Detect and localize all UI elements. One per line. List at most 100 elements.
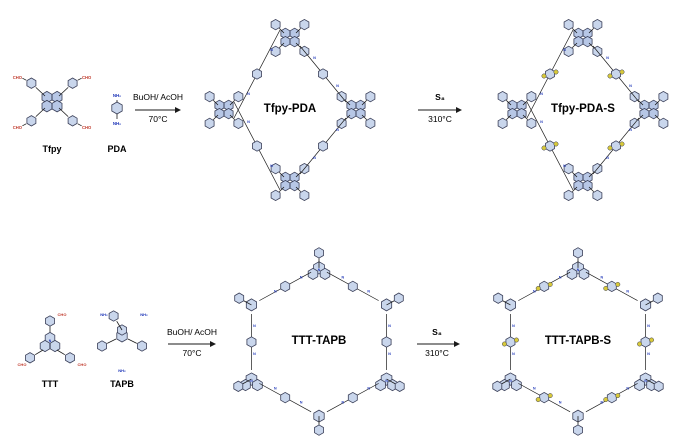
- bond: [242, 378, 252, 385]
- bond: [654, 114, 661, 121]
- benzene-ring: [492, 380, 503, 392]
- benzene-ring: [233, 90, 244, 103]
- bond: [571, 171, 578, 178]
- thiazole-sulfur: [603, 397, 609, 403]
- benzene-ring: [25, 352, 35, 364]
- top-conditions-label: BuOH/ AcOH: [133, 92, 183, 102]
- benzene-ring: [394, 380, 405, 392]
- bond: [58, 87, 69, 97]
- bond: [571, 27, 578, 34]
- thiazole-sulfur: [649, 337, 654, 343]
- benzene-ring: [375, 378, 386, 392]
- thiazole-sulfur: [547, 281, 553, 287]
- benzene-ring: [252, 68, 262, 80]
- benzene-ring: [41, 99, 53, 113]
- imine-nitrogen: N: [601, 401, 604, 405]
- imine-nitrogen: N: [533, 290, 536, 294]
- bond: [522, 99, 529, 106]
- benzene-ring: [49, 339, 61, 353]
- aldehyde-group: CHO: [13, 125, 23, 130]
- thiazole-sulfur: [535, 285, 541, 291]
- amine-group: NH₂: [140, 312, 148, 317]
- bond: [35, 87, 46, 97]
- benzene-ring: [592, 189, 603, 202]
- benzene-ring: [545, 68, 555, 80]
- thiazole-sulfur: [547, 393, 553, 399]
- benzene-ring: [280, 391, 291, 404]
- imine-nitrogen: N: [313, 156, 316, 160]
- bond: [501, 378, 511, 385]
- triazine-nitrogen: N: [577, 268, 580, 272]
- amine-group: NH₂: [118, 368, 126, 373]
- imine-nitrogen: N: [247, 120, 250, 124]
- benzene-ring: [233, 380, 244, 392]
- benzene-ring: [97, 340, 107, 352]
- benzene-ring: [563, 162, 574, 175]
- imine-nitrogen: N: [388, 352, 391, 356]
- benzene-ring: [652, 292, 663, 304]
- thiazole-sulfur: [535, 397, 541, 403]
- imine-nitrogen: N: [559, 401, 562, 405]
- top-sulfur-reagent-label: S₈: [435, 92, 445, 102]
- imine-nitrogen: N: [342, 275, 345, 279]
- benzene-ring: [233, 117, 244, 130]
- benzene-ring: [299, 189, 310, 202]
- thiazole-sulfur: [514, 337, 519, 343]
- bond: [295, 42, 302, 49]
- thiazole-sulfur: [637, 341, 642, 347]
- bottom-sulfur-reagent-label: S₈: [432, 327, 442, 337]
- thiazole-sulfur: [619, 69, 625, 75]
- imine-nitrogen: N: [336, 84, 339, 88]
- thiazole-sulfur: [607, 73, 613, 79]
- bond: [212, 99, 219, 106]
- tfpy-pda-s-label: Tfpy-PDA-S: [551, 103, 615, 115]
- triazine-nitrogen: N: [49, 339, 52, 343]
- benzene-ring: [606, 391, 617, 404]
- bond: [77, 123, 82, 127]
- tapb-label: TAPB: [110, 379, 134, 389]
- benzene-ring: [365, 117, 376, 130]
- bond: [386, 378, 396, 385]
- benzene-ring: [26, 115, 37, 127]
- bottom-conditions-label: BuOH/ AcOH: [167, 327, 217, 337]
- imine-nitrogen: N: [253, 324, 256, 328]
- benzene-ring: [319, 267, 331, 280]
- imine-nitrogen: N: [563, 164, 566, 168]
- benzene-ring: [252, 378, 263, 392]
- imine-nitrogen: N: [647, 352, 650, 356]
- imine-nitrogen: N: [629, 128, 632, 132]
- bond: [645, 300, 654, 306]
- benzene-ring: [270, 162, 281, 175]
- benzene-ring: [563, 189, 574, 202]
- triazine-nitrogen: N: [385, 379, 388, 383]
- benzene-ring: [526, 90, 537, 103]
- bond: [229, 114, 236, 121]
- imine-nitrogen: N: [367, 290, 370, 294]
- benzene-ring: [566, 267, 578, 280]
- top-condensation-arrow-head: [175, 107, 181, 113]
- imine-nitrogen: N: [559, 275, 562, 279]
- bond: [361, 114, 368, 121]
- imine-nitrogen: N: [626, 386, 629, 390]
- benzene-ring: [511, 378, 522, 392]
- triazine-nitrogen: N: [644, 379, 647, 383]
- benzene-ring: [653, 380, 664, 392]
- imine-nitrogen: N: [313, 56, 316, 60]
- benzene-ring: [299, 18, 310, 31]
- benzene-ring: [67, 77, 78, 89]
- bottom-condensation-arrow-head: [210, 341, 216, 347]
- benzene-ring: [204, 117, 215, 130]
- bond: [278, 42, 285, 49]
- bond: [22, 77, 27, 81]
- imine-nitrogen: N: [300, 275, 303, 279]
- tfpy-pda-label: Tfpy-PDA: [264, 103, 316, 115]
- benzene-ring: [497, 117, 508, 130]
- amine-group: NH₂: [113, 121, 121, 126]
- benzene-ring: [318, 140, 328, 152]
- benzene-ring: [347, 280, 358, 293]
- benzene-ring: [381, 336, 392, 348]
- benzene-ring: [45, 315, 55, 327]
- imine-nitrogen: N: [367, 386, 370, 390]
